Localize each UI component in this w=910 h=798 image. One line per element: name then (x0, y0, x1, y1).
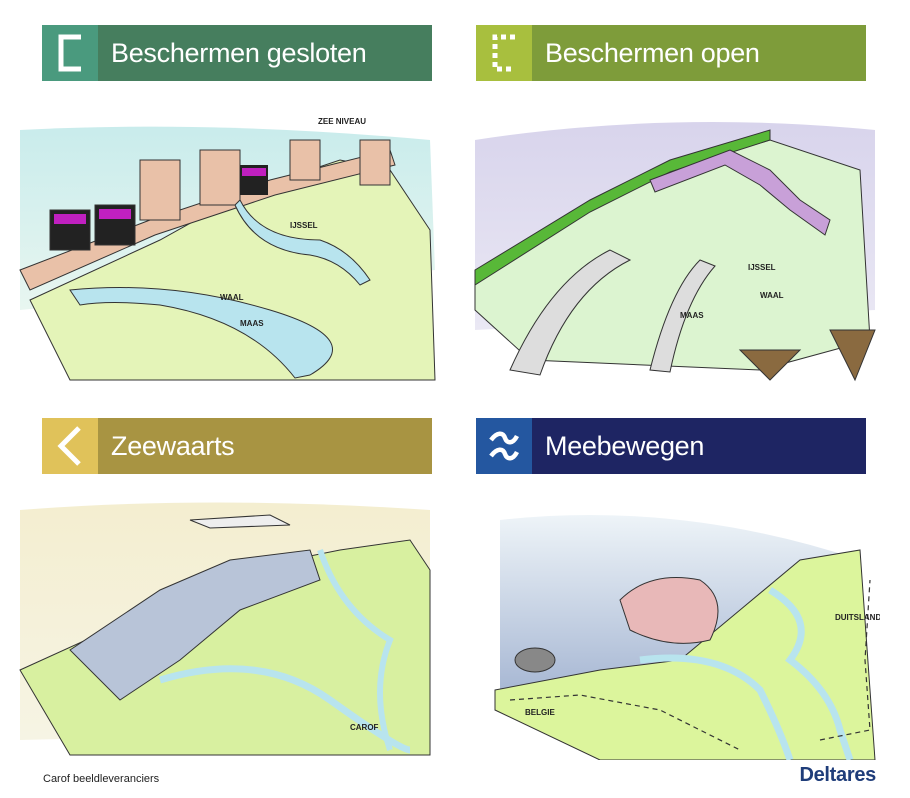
panel-title: Beschermen gesloten (111, 37, 367, 68)
panel-title: Zeewaarts (111, 430, 235, 461)
deltares-logo: Deltares (799, 764, 876, 786)
chevron-left-icon (42, 418, 98, 474)
illustration-zeewaarts: CAROF (10, 490, 440, 760)
svg-text:ZEE NIVEAU: ZEE NIVEAU (318, 117, 366, 126)
waves-icon (476, 418, 532, 474)
svg-text:IJSSEL: IJSSEL (290, 221, 318, 230)
svg-text:WAAL: WAAL (220, 293, 244, 302)
panel-title: Meebewegen (545, 430, 705, 461)
svg-text:BELGIE: BELGIE (525, 708, 555, 717)
panel-header-beschermen-gesloten: Beschermen gesloten (42, 25, 432, 81)
dashed-bracket-icon (476, 25, 532, 81)
panel-header-zeewaarts: Zeewaarts (42, 418, 432, 474)
panel-header-beschermen-open: Beschermen open (476, 25, 866, 81)
illustration-beschermen-gesloten: ZEE NIVEAU IJSSEL WAAL MAAS (10, 110, 440, 382)
svg-text:CAROF: CAROF (350, 723, 379, 732)
panel-header-meebewegen: Meebewegen (476, 418, 866, 474)
svg-text:DUITSLAND: DUITSLAND (835, 613, 880, 622)
svg-text:MAAS: MAAS (240, 319, 264, 328)
svg-text:WAAL: WAAL (760, 291, 784, 300)
image-credit: Carof beeldleveranciers (43, 773, 160, 785)
svg-text:MAAS: MAAS (680, 311, 704, 320)
illustration-meebewegen: BELGIE DUITSLAND (480, 500, 880, 760)
svg-text:IJSSEL: IJSSEL (748, 263, 776, 272)
panel-title: Beschermen open (545, 37, 760, 68)
closed-bracket-icon (42, 25, 98, 81)
illustration-beschermen-open: IJSSEL WAAL MAAS (470, 110, 880, 382)
